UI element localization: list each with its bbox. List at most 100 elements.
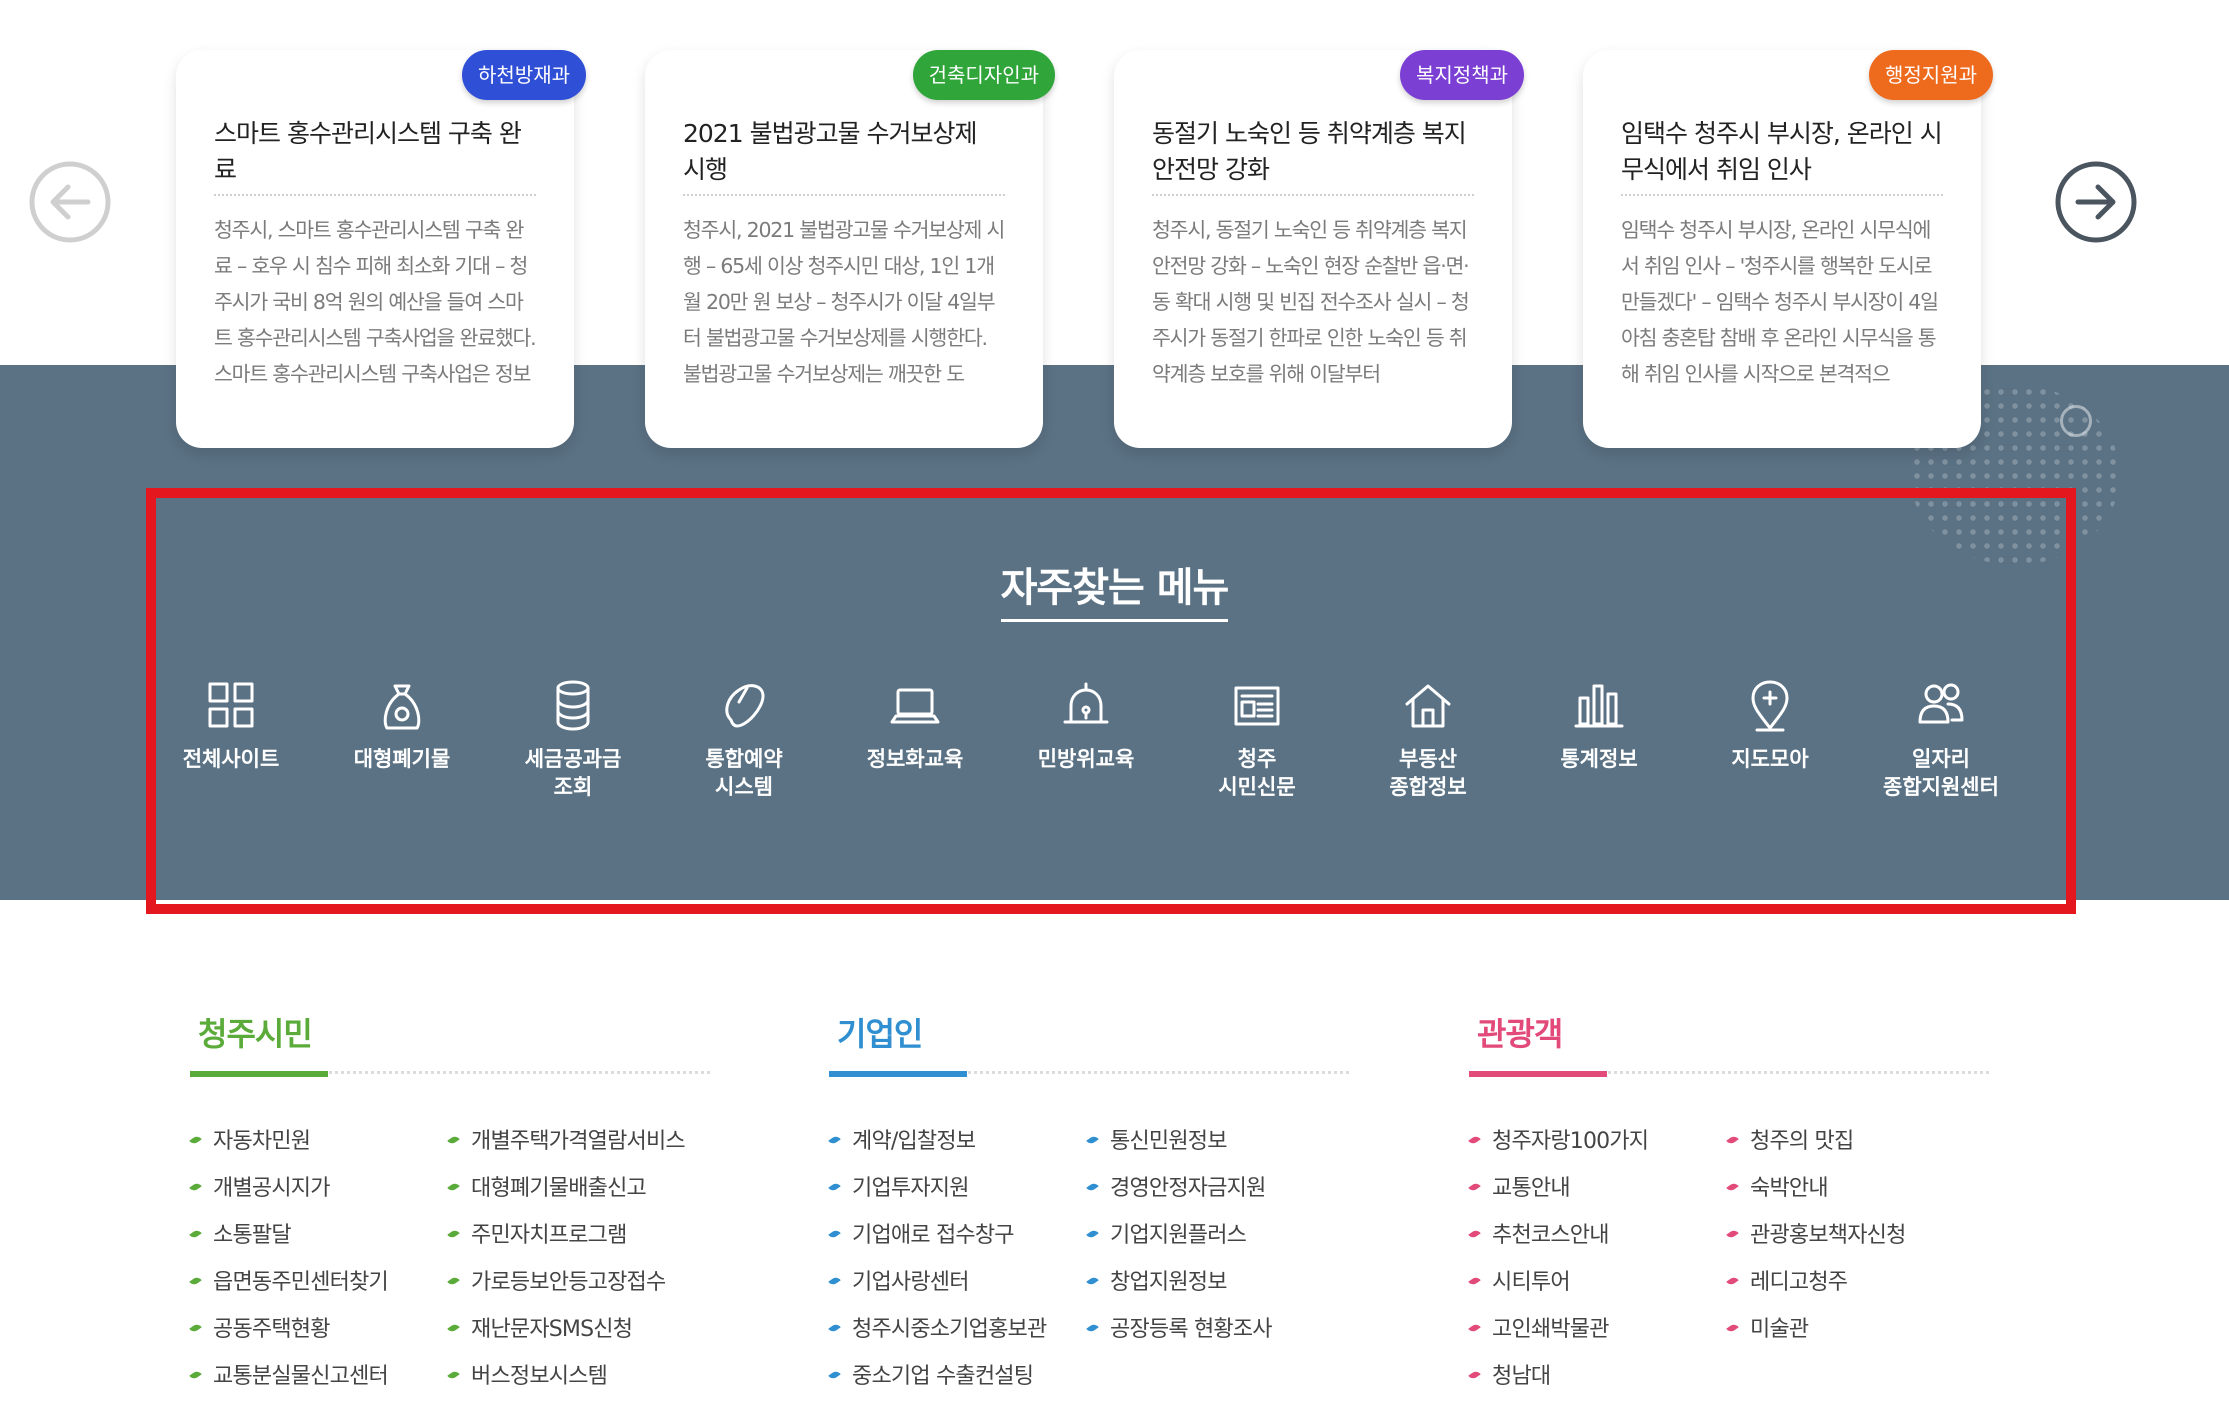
quick-link[interactable]: 경영안정자금지원 xyxy=(1086,1170,1266,1202)
people-icon xyxy=(1918,683,1964,724)
quick-link[interactable]: 숙박안내 xyxy=(1726,1170,1829,1202)
quick-link-label: 레디고청주 xyxy=(1750,1270,1848,1295)
card-divider xyxy=(214,194,536,196)
quick-link[interactable]: 기업투자지원 xyxy=(828,1170,969,1202)
bar-chart-icon xyxy=(1574,684,1624,728)
news-title[interactable]: 2021 불법광고물 수거보상제 시행 xyxy=(683,119,978,184)
quick-link-label: 공장등록 현황조사 xyxy=(1110,1317,1273,1342)
quick-link[interactable]: 추천코스안내 xyxy=(1468,1217,1609,1249)
quick-link[interactable]: 중소기업 수출컨설팅 xyxy=(828,1358,1034,1390)
quick-link[interactable]: 청남대 xyxy=(1468,1358,1551,1390)
quick-link[interactable]: 읍면동주민센터찾기 xyxy=(189,1264,389,1296)
quick-link[interactable]: 시티투어 xyxy=(1468,1264,1571,1296)
quick-link[interactable]: 가로등보안등고장접수 xyxy=(447,1264,666,1296)
frequent-menu-item[interactable]: 정보화교육 xyxy=(830,675,1000,773)
quick-link[interactable]: 창업지원정보 xyxy=(1086,1264,1227,1296)
grid-icon xyxy=(208,682,254,728)
frequent-menu-item[interactable]: 청주 시민신문 xyxy=(1172,675,1342,801)
quick-link[interactable]: 공동주택현황 xyxy=(189,1311,330,1343)
map-pin-icon xyxy=(1751,680,1789,732)
leaf-bullet-icon xyxy=(189,1275,202,1287)
leaf-bullet-icon xyxy=(1726,1134,1739,1146)
leaf-bullet-icon xyxy=(189,1134,202,1146)
frequent-menu-label: 부동산 종합정보 xyxy=(1389,747,1467,799)
quick-link-label: 중소기업 수출컨설팅 xyxy=(852,1364,1034,1389)
prev-arrow-button[interactable] xyxy=(28,160,112,244)
quick-link-label: 시티투어 xyxy=(1492,1270,1571,1295)
leaf-bullet-icon xyxy=(1726,1275,1739,1287)
quick-link-label: 청남대 xyxy=(1492,1364,1551,1389)
quick-link-label: 개별주택가격열람서비스 xyxy=(471,1129,686,1154)
card-divider xyxy=(1621,194,1943,196)
quick-link[interactable]: 개별공시지가 xyxy=(189,1170,330,1202)
leaf-bullet-icon xyxy=(1468,1181,1481,1193)
frequent-menu-item[interactable]: 대형폐기물 xyxy=(317,675,487,773)
quick-link[interactable]: 자동차민원 xyxy=(189,1123,311,1155)
quick-link-label: 가로등보안등고장접수 xyxy=(471,1270,666,1295)
quick-link[interactable]: 기업사랑센터 xyxy=(828,1264,969,1296)
quick-link[interactable]: 기업지원플러스 xyxy=(1086,1217,1247,1249)
quick-link[interactable]: 관광홍보책자신청 xyxy=(1726,1217,1906,1249)
next-arrow-button[interactable] xyxy=(2054,160,2138,244)
news-title[interactable]: 스마트 홍수관리시스템 구축 완료 xyxy=(214,119,522,184)
quick-link[interactable]: 통신민원정보 xyxy=(1086,1123,1227,1155)
news-title[interactable]: 동절기 노숙인 등 취약계층 복지 안전망 강화 xyxy=(1152,119,1467,184)
news-title[interactable]: 임택수 청주시 부시장, 온라인 시무식에서 취임 인사 xyxy=(1621,119,1943,184)
frequent-menu-item[interactable]: 일자리 종합지원센터 xyxy=(1856,675,2026,801)
quick-link-label: 주민자치프로그램 xyxy=(471,1223,627,1248)
quick-link[interactable]: 미술관 xyxy=(1726,1311,1809,1343)
frequent-menu-item[interactable]: 지도모아 xyxy=(1685,675,1855,773)
column-title[interactable]: 기업인 xyxy=(837,1015,923,1053)
leaf-bullet-icon xyxy=(828,1275,841,1287)
column-title[interactable]: 관광객 xyxy=(1477,1015,1563,1053)
quick-link-label: 대형폐기물배출신고 xyxy=(471,1176,647,1201)
leaf-bullet-icon xyxy=(1086,1181,1099,1193)
frequent-menu-label: 통합예약 시스템 xyxy=(705,747,783,799)
quick-link[interactable]: 계약/입찰정보 xyxy=(828,1123,976,1155)
trash-bag-icon xyxy=(383,684,421,730)
frequent-menu-item[interactable]: 전체사이트 xyxy=(146,675,316,773)
frequent-menu-item[interactable]: 부동산 종합정보 xyxy=(1343,675,1513,801)
frequent-menu-item[interactable]: 민방위교육 xyxy=(1001,675,1171,773)
quick-link[interactable]: 주민자치프로그램 xyxy=(447,1217,627,1249)
leaf-bullet-icon xyxy=(1468,1322,1481,1334)
leaf-bullet-icon xyxy=(447,1322,460,1334)
quick-link[interactable]: 대형폐기물배출신고 xyxy=(447,1170,647,1202)
quick-link[interactable]: 재난문자SMS신청 xyxy=(447,1311,633,1343)
quick-link-label: 읍면동주민센터찾기 xyxy=(213,1270,389,1295)
quick-link[interactable]: 교통안내 xyxy=(1468,1170,1571,1202)
quick-link[interactable]: 청주자랑100가지 xyxy=(1468,1123,1649,1155)
quick-link-label: 재난문자SMS신청 xyxy=(471,1317,633,1342)
quick-link-label: 버스정보시스템 xyxy=(471,1364,608,1389)
quick-link[interactable]: 레디고청주 xyxy=(1726,1264,1848,1296)
leaf-bullet-icon xyxy=(1468,1369,1481,1381)
quick-link-label: 계약/입찰정보 xyxy=(852,1129,976,1154)
column-header: 관광객 xyxy=(1469,1005,1989,1077)
arrow-left-icon xyxy=(29,161,111,243)
quick-link-label: 청주시중소기업홍보관 xyxy=(852,1317,1047,1342)
column-title[interactable]: 청주시민 xyxy=(198,1015,313,1053)
column-header: 기업인 xyxy=(829,1005,1349,1077)
quick-link[interactable]: 청주시중소기업홍보관 xyxy=(828,1311,1047,1343)
frequent-menu-label: 청주 시민신문 xyxy=(1218,747,1296,799)
quick-link[interactable]: 버스정보시스템 xyxy=(447,1358,608,1390)
news-summary: 임택수 청주시 부시장, 온라인 시무식에서 취임 인사 – '청주시를 행복한… xyxy=(1621,218,1939,386)
frequent-menu-item[interactable]: 통합예약 시스템 xyxy=(659,675,829,801)
leaf-bullet-icon xyxy=(189,1369,202,1381)
quick-link[interactable]: 고인쇄박물관 xyxy=(1468,1311,1609,1343)
quick-link[interactable]: 소통팔달 xyxy=(189,1217,292,1249)
frequent-menu-item[interactable]: 통계정보 xyxy=(1514,675,1684,773)
quick-link[interactable]: 기업애로 접수창구 xyxy=(828,1217,1015,1249)
quick-link[interactable]: 교통분실물신고센터 xyxy=(189,1358,389,1390)
quick-link[interactable]: 공장등록 현황조사 xyxy=(1086,1311,1273,1343)
quick-link[interactable]: 개별주택가격열람서비스 xyxy=(447,1123,686,1155)
quick-link[interactable]: 청주의 맛집 xyxy=(1726,1123,1854,1155)
frequent-menu-item[interactable]: 세금공과금 조회 xyxy=(488,675,658,801)
news-summary: 청주시, 스마트 홍수관리시스템 구축 완료 – 호우 시 침수 피해 최소화 … xyxy=(214,218,536,386)
house-icon xyxy=(1405,684,1451,728)
